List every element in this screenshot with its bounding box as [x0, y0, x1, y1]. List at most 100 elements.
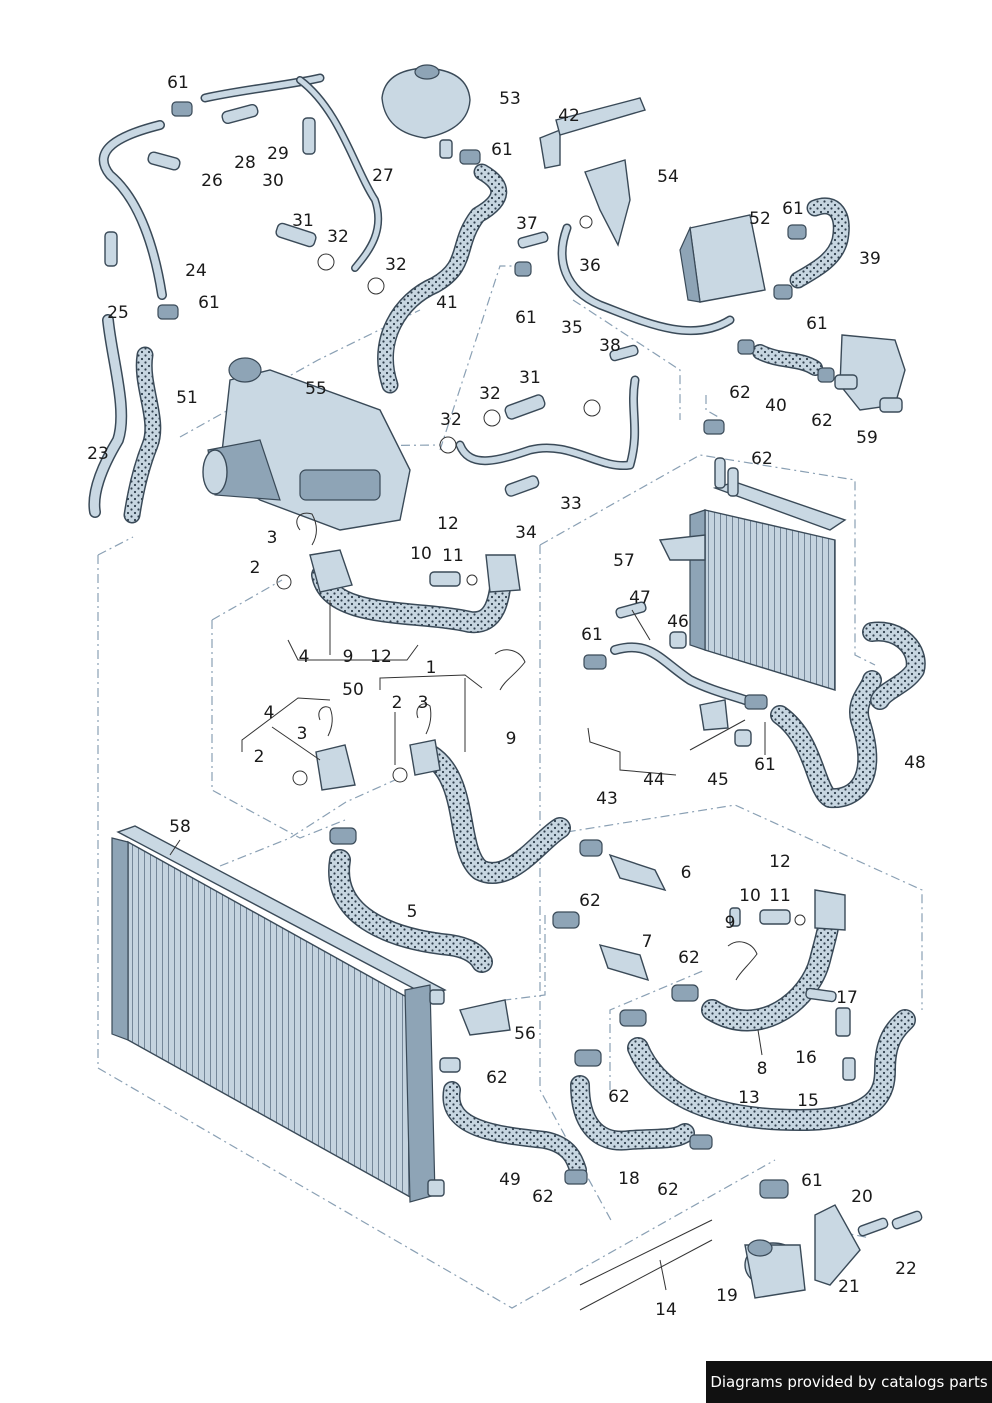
part-callout-38: 38	[599, 336, 621, 356]
part-callout-32: 32	[479, 384, 501, 404]
part-callout-14: 14	[655, 1300, 677, 1320]
auxiliary-pump	[744, 1204, 861, 1299]
part-callout-37: 37	[516, 214, 538, 234]
part-callout-62: 62	[678, 948, 700, 968]
part-callout-27: 27	[372, 166, 394, 186]
part-callout-26: 26	[201, 171, 223, 191]
part-callout-33: 33	[560, 494, 582, 514]
part-callout-4: 4	[264, 703, 275, 723]
part-callout-21: 21	[838, 1277, 860, 1297]
part-callout-9: 9	[725, 913, 736, 933]
part-callout-61: 61	[491, 140, 513, 160]
part-callout-5: 5	[407, 902, 418, 922]
part-callout-62: 62	[579, 891, 601, 911]
part-callout-25: 25	[107, 303, 129, 323]
part-callout-62: 62	[751, 449, 773, 469]
turbocharger-manifold	[202, 357, 411, 531]
part-callout-7: 7	[642, 932, 653, 952]
part-callout-57: 57	[613, 551, 635, 571]
part-callout-47: 47	[629, 588, 651, 608]
part-callout-61: 61	[198, 293, 220, 313]
part-callout-2: 2	[250, 558, 261, 578]
leader-lines	[169, 600, 766, 1291]
part-callout-17: 17	[836, 988, 858, 1008]
coolant-flange	[834, 334, 906, 413]
part-callout-19: 19	[716, 1286, 738, 1306]
assembly-outlines	[97, 265, 923, 1309]
part-callout-48: 48	[904, 753, 926, 773]
part-callout-61: 61	[581, 625, 603, 645]
part-callout-46: 46	[667, 612, 689, 632]
part-callout-9: 9	[506, 729, 517, 749]
part-callout-12: 12	[437, 514, 459, 534]
part-callout-9: 9	[343, 647, 354, 667]
part-callout-61: 61	[801, 1171, 823, 1191]
part-callout-15: 15	[797, 1091, 819, 1111]
coolant-pipes	[88, 73, 750, 705]
part-callout-16: 16	[795, 1048, 817, 1068]
part-callout-30: 30	[262, 171, 284, 191]
part-callout-50: 50	[342, 680, 364, 700]
part-callout-54: 54	[657, 167, 679, 187]
part-callout-4: 4	[299, 647, 310, 667]
part-callout-62: 62	[486, 1068, 508, 1088]
part-callout-43: 43	[596, 789, 618, 809]
part-callout-11: 11	[769, 886, 791, 906]
part-callout-32: 32	[327, 227, 349, 247]
part-callout-11: 11	[442, 546, 464, 566]
part-callout-31: 31	[292, 211, 314, 231]
part-callout-62: 62	[657, 1180, 679, 1200]
part-callout-61: 61	[806, 314, 828, 334]
part-callout-3: 3	[418, 693, 429, 713]
part-callout-18: 18	[618, 1169, 640, 1189]
radiator	[111, 825, 447, 1203]
part-callout-34: 34	[515, 523, 537, 543]
part-callout-32: 32	[440, 410, 462, 430]
part-callout-22: 22	[895, 1259, 917, 1279]
oil-cooler	[679, 214, 766, 303]
part-callout-2: 2	[392, 693, 403, 713]
part-callout-59: 59	[856, 428, 878, 448]
part-callout-42: 42	[558, 106, 580, 126]
part-callout-10: 10	[410, 544, 432, 564]
part-callout-58: 58	[169, 817, 191, 837]
part-callout-61: 61	[782, 199, 804, 219]
part-callout-56: 56	[514, 1024, 536, 1044]
part-callout-61: 61	[515, 308, 537, 328]
part-callout-61: 61	[167, 73, 189, 93]
part-callout-62: 62	[811, 411, 833, 431]
part-callout-41: 41	[436, 293, 458, 313]
part-callout-40: 40	[765, 396, 787, 416]
intercooler	[658, 457, 847, 691]
part-callout-12: 12	[769, 852, 791, 872]
part-callout-45: 45	[707, 770, 729, 790]
part-callout-23: 23	[87, 444, 109, 464]
part-callout-29: 29	[267, 144, 289, 164]
part-callout-61: 61	[754, 755, 776, 775]
coolant-hoses	[123, 163, 926, 1179]
part-callout-13: 13	[738, 1088, 760, 1108]
part-callout-62: 62	[532, 1187, 554, 1207]
part-callout-44: 44	[643, 770, 665, 790]
part-callout-1: 1	[426, 658, 437, 678]
part-callout-39: 39	[859, 249, 881, 269]
part-callout-6: 6	[681, 863, 692, 883]
part-callout-2: 2	[254, 747, 265, 767]
part-callout-51: 51	[176, 388, 198, 408]
part-callout-32: 32	[385, 255, 407, 275]
part-callout-3: 3	[297, 724, 308, 744]
part-callout-35: 35	[561, 318, 583, 338]
part-callout-12: 12	[370, 647, 392, 667]
part-callout-3: 3	[267, 528, 278, 548]
part-callout-31: 31	[519, 368, 541, 388]
part-callout-24: 24	[185, 261, 207, 281]
part-callout-49: 49	[499, 1170, 521, 1190]
expansion-tank	[381, 64, 471, 159]
part-callout-28: 28	[234, 153, 256, 173]
part-callout-20: 20	[851, 1187, 873, 1207]
part-callout-52: 52	[749, 209, 771, 229]
part-callout-55: 55	[305, 379, 327, 399]
part-callout-10: 10	[739, 886, 761, 906]
